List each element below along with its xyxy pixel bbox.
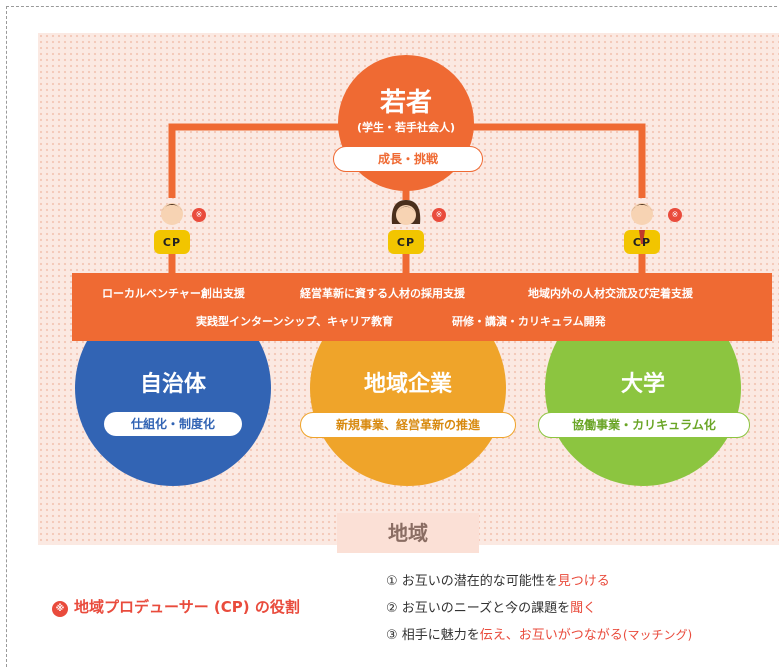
band-item-venture: ローカルベンチャー創出支援 (102, 287, 245, 300)
cp-person-right-icon (624, 203, 660, 254)
legend-text: 地域プロデューサー (CP) の役割 (74, 598, 300, 616)
cp-mark-right: ※ (668, 208, 682, 222)
support-band: ローカルベンチャー創出支援 経営革新に資する人材の採用支援 地域内外の人材交流及… (72, 273, 772, 341)
role-1-text: ① お互いの潜在的な可能性を (386, 574, 558, 589)
band-item-exchange: 地域内外の人材交流及び定着支援 (528, 287, 693, 300)
band-item-internship: 実践型インターンシップ、キャリア教育 (196, 315, 394, 328)
cp-label-right: CP (632, 236, 652, 249)
youth-subtitle: (学生・若手社会人) (356, 121, 456, 134)
band-item-training: 研修・講演・カリキュラム開発 (452, 315, 606, 328)
cp-person-left-icon (154, 203, 190, 254)
role-2-highlight: 聞く (570, 601, 597, 616)
cp-person-center-icon (388, 200, 424, 254)
role-item-1: ① お互いの潜在的な可能性を見つける (386, 570, 610, 589)
dashed-frame (6, 6, 779, 667)
cp-role-legend: ※ 地域プロデューサー (CP) の役割 (52, 596, 300, 617)
municipality-pill: 仕組化・制度化 (104, 412, 242, 436)
cp-label-center: CP (396, 236, 416, 249)
cp-mark-center: ※ (432, 208, 446, 222)
university-pill: 協働事業・カリキュラム化 (538, 412, 750, 438)
role-2-text: ② お互いのニーズと今の課題を (386, 601, 571, 616)
youth-title: 若者 (379, 88, 432, 118)
university-title: 大学 (620, 372, 665, 397)
role-3-suffix: (マッチング) (622, 628, 693, 642)
youth-pill: 成長・挑戦 (333, 146, 483, 172)
cp-label-left: CP (162, 236, 182, 249)
municipality-title: 自治体 (139, 372, 206, 397)
role-3-text: ③ 相手に魅力を (386, 628, 480, 643)
connector-right (470, 123, 646, 198)
role-3-highlight: 伝え、お互いがつながる (479, 628, 623, 643)
local-business-pill: 新規事業、経営革新の推進 (300, 412, 516, 438)
role-1-highlight: 見つける (557, 574, 610, 589)
role-item-3: ③ 相手に魅力を伝え、お互いがつながる(マッチング) (386, 624, 692, 643)
role-item-2: ② お互いのニーズと今の課題を聞く (386, 597, 596, 616)
region-label: 地域 (337, 513, 479, 553)
local-business-title: 地域企業 (363, 372, 452, 397)
legend-mark: ※ (52, 601, 68, 617)
connector-left (168, 123, 340, 198)
cp-mark-left: ※ (192, 208, 206, 222)
band-item-recruit: 経営革新に資する人材の採用支援 (300, 287, 465, 300)
